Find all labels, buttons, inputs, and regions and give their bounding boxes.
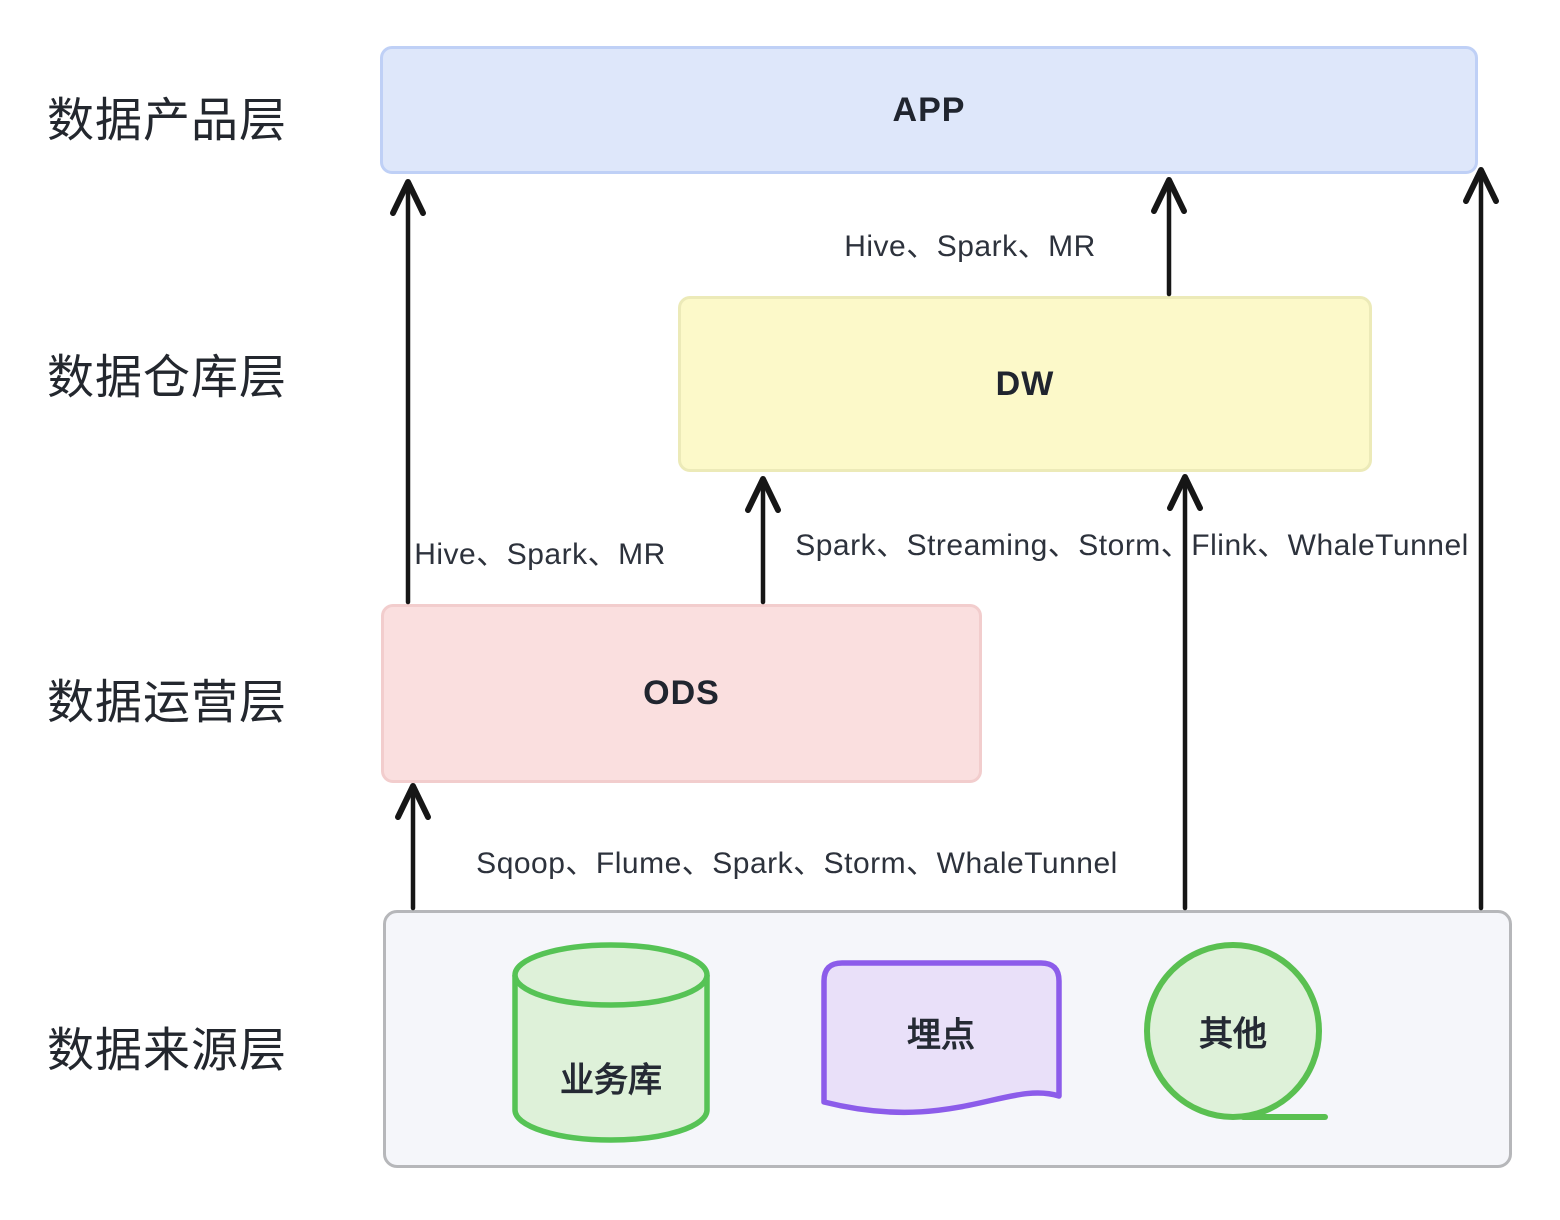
edge-label-source-to-ods: Sqoop、Flume、Spark、Storm、WhaleTunnel — [476, 847, 1118, 880]
business-db-label: 业务库 — [560, 1061, 662, 1100]
node-ods-label: ODS — [643, 674, 720, 712]
layer-label-data-source: 数据来源层 — [47, 1023, 287, 1077]
arrow-dw-to-app — [1151, 177, 1187, 297]
arrow-source-to-app — [1463, 167, 1499, 911]
node-app: APP — [380, 46, 1478, 174]
arrow-ods-to-dw — [745, 476, 781, 605]
node-ods: ODS — [381, 604, 982, 783]
edge-label-dw-to-app: Hive、Spark、MR — [844, 230, 1096, 263]
layer-label-data-operation: 数据运营层 — [47, 675, 287, 729]
edge-label-source-to-dw: Spark、Streaming、Storm、Flink、WhaleTunnel — [795, 529, 1469, 562]
layer-label-data-warehouse: 数据仓库层 — [47, 350, 287, 404]
node-app-label: APP — [892, 90, 966, 129]
edge-label-ods-to-app: Hive、Spark、MR — [414, 538, 666, 571]
other-label: 其他 — [1199, 1015, 1267, 1054]
arrow-source-to-ods — [395, 783, 431, 911]
layer-label-data-product: 数据产品层 — [47, 93, 287, 147]
tracking-label: 埋点 — [907, 1016, 975, 1055]
node-dw-label: DW — [995, 364, 1055, 403]
node-dw: DW — [678, 296, 1372, 472]
